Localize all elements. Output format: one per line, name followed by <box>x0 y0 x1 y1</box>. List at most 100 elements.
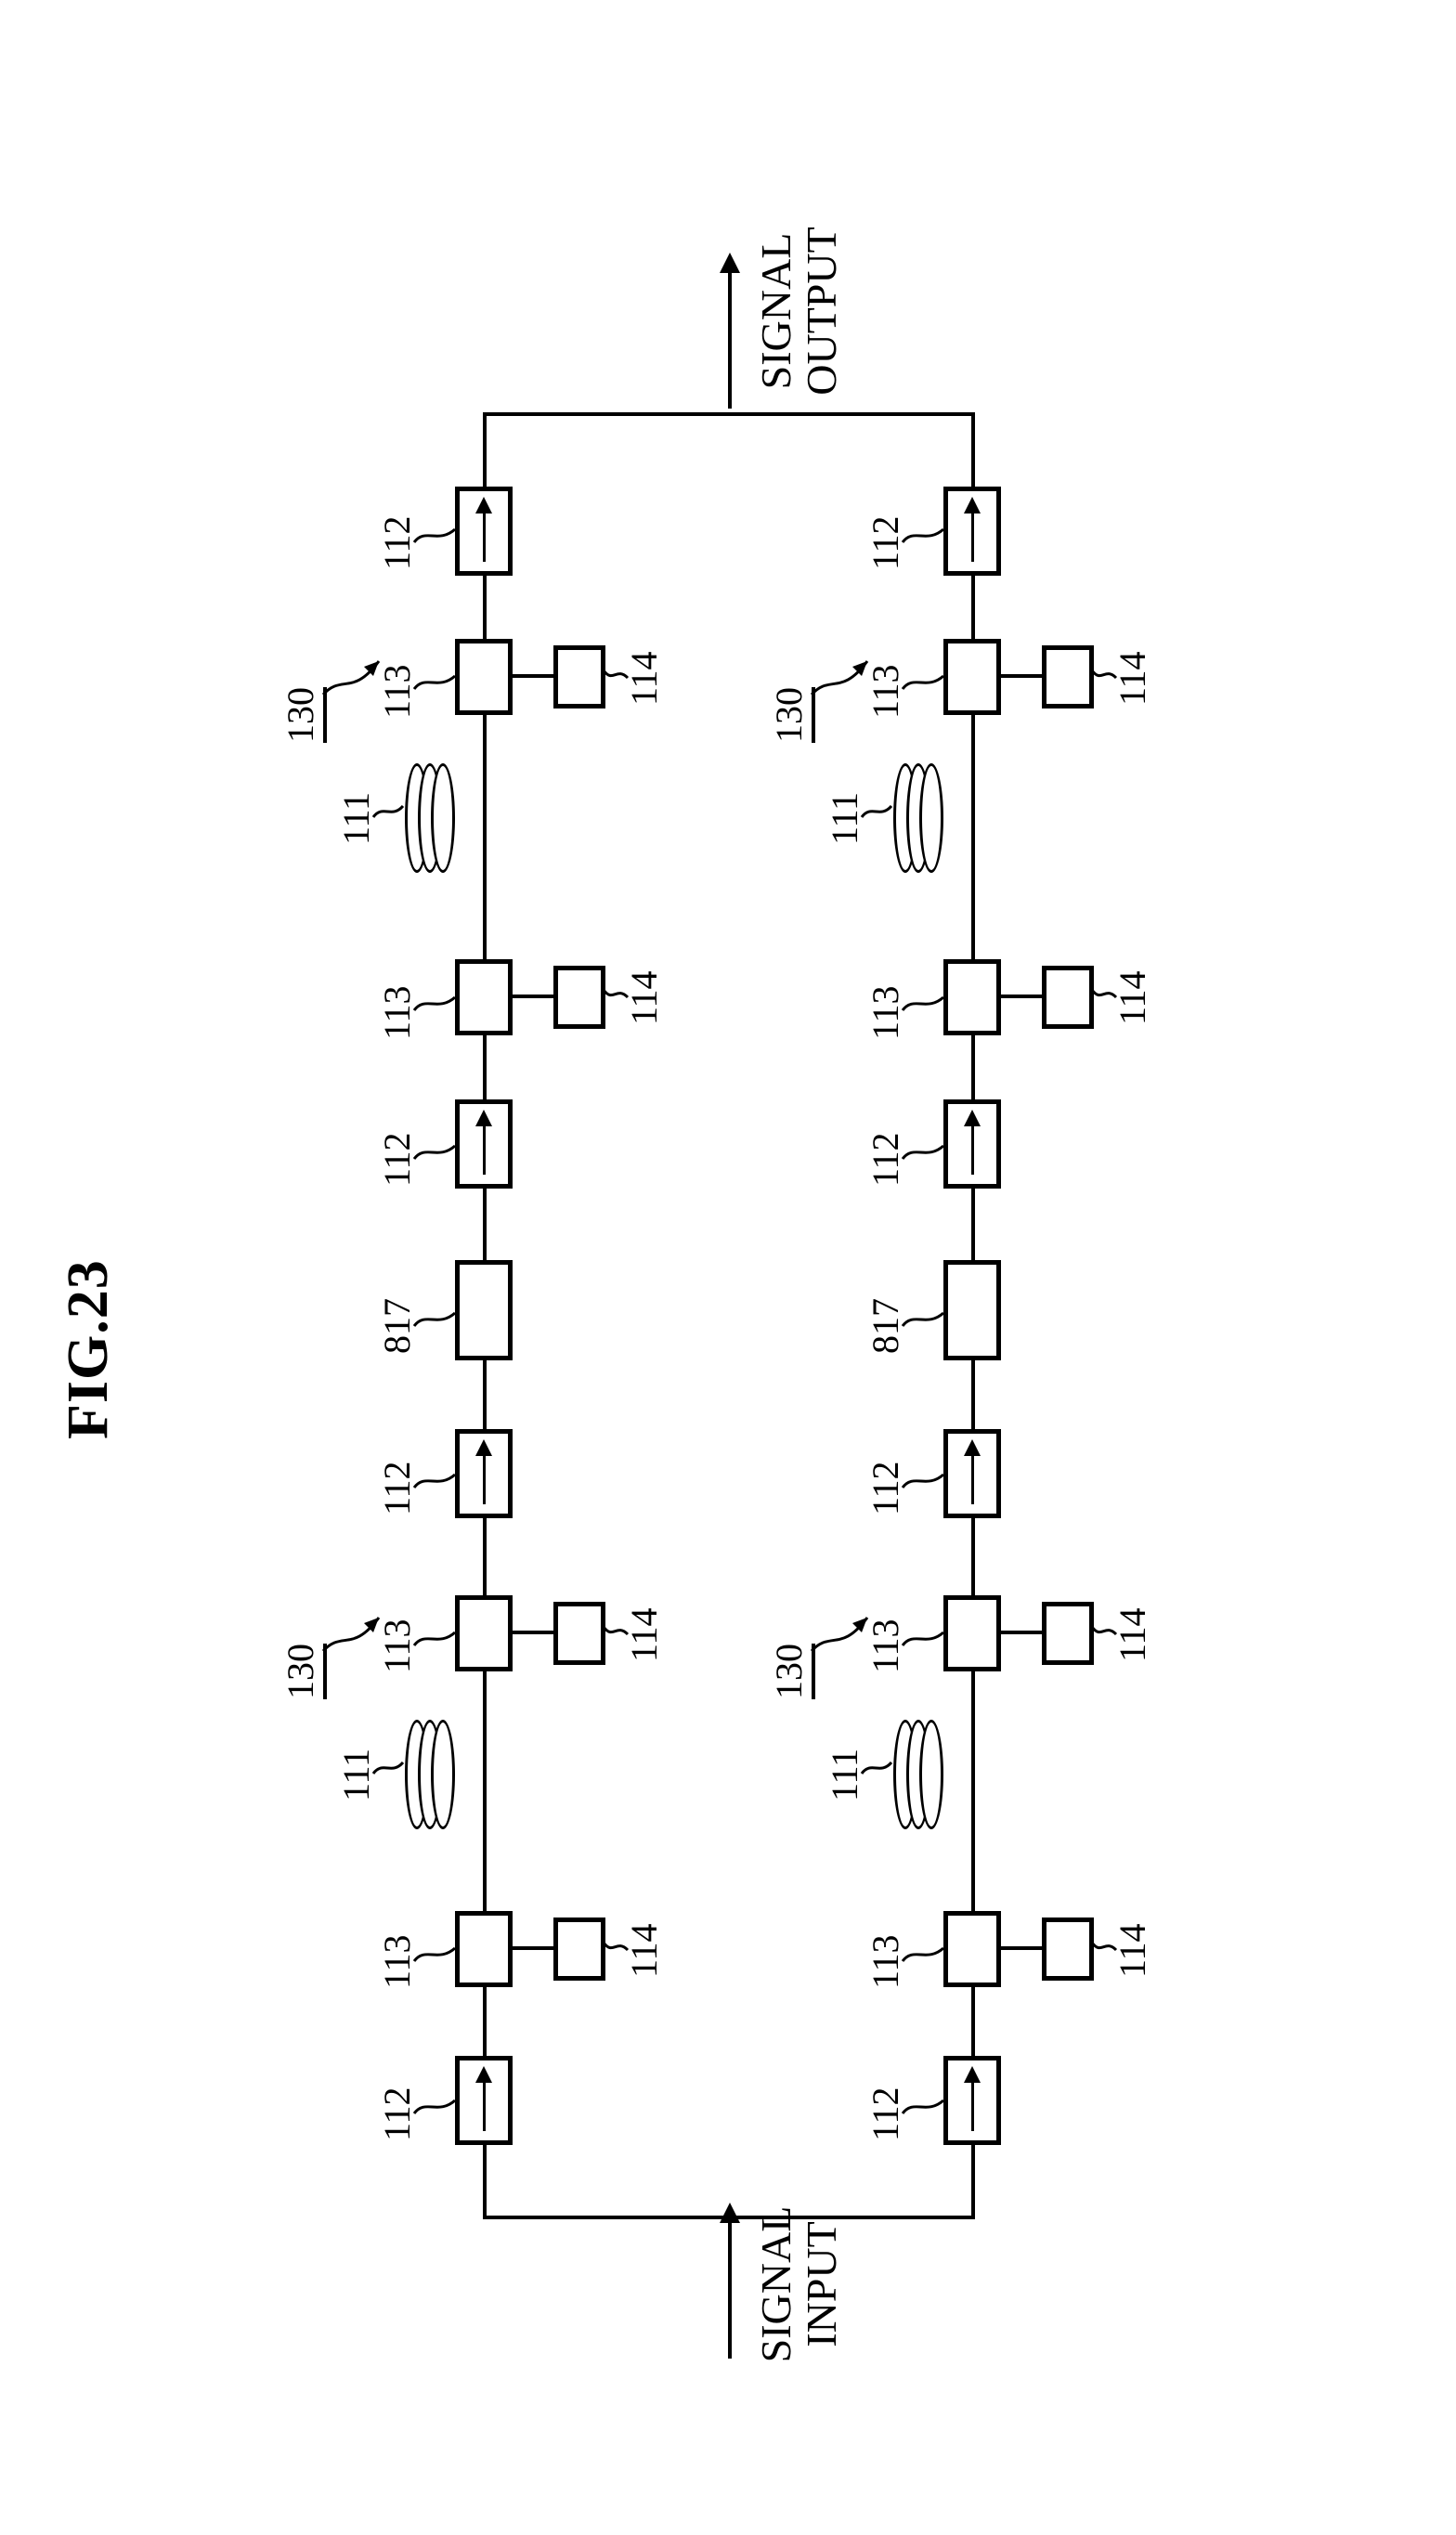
leader-line <box>901 674 944 691</box>
amplifier-arrow-icon <box>970 2070 974 2131</box>
leader-line <box>412 1311 456 1328</box>
upper-filter-113-e[interactable] <box>455 639 513 715</box>
group-leader-arrow-upper-b <box>321 1617 381 1653</box>
lower-side-wire-e <box>1001 674 1042 678</box>
lower-coil-111-d <box>893 761 949 873</box>
coil-disc <box>431 1720 455 1829</box>
leader-line <box>901 1946 944 1963</box>
leader-line <box>901 1311 944 1328</box>
coil-disc <box>919 763 943 873</box>
signal-output-arrow-icon <box>728 269 732 409</box>
signal-output-label: SIGNAL OUTPUT <box>752 227 845 396</box>
input-split-wire-upper <box>483 2145 487 2219</box>
leader-line <box>602 1626 630 1636</box>
upper-filter-113-c[interactable] <box>455 959 513 1035</box>
coil-disc <box>919 1720 943 1829</box>
lower-amplifier-112-out[interactable] <box>943 487 1001 576</box>
signal-input-arrow-icon <box>728 2219 732 2359</box>
upper-side-block-114-b[interactable] <box>553 1602 605 1665</box>
leader-line <box>901 1144 944 1161</box>
lower-coil-111-a <box>893 1718 949 1829</box>
amplifier-arrow-icon <box>482 1113 486 1175</box>
lower-mid-block-817[interactable] <box>943 1260 1001 1360</box>
group-label-130-lower-b: 130 <box>767 1644 815 1699</box>
output-combine-wire-lower <box>971 412 975 487</box>
upper-amplifier-112-c2[interactable] <box>455 1099 513 1189</box>
lower-side-block-114-c[interactable] <box>1042 966 1094 1029</box>
lower-side-block-114-a[interactable] <box>1042 1918 1094 1981</box>
leader-line <box>412 1473 456 1489</box>
amplifier-arrow-icon <box>970 1113 974 1175</box>
group-label-130-lower-d: 130 <box>767 687 815 743</box>
leader-line <box>901 1473 944 1489</box>
leader-line <box>901 2099 944 2115</box>
upper-filter-113-b[interactable] <box>455 1595 513 1671</box>
leader-line <box>901 527 944 544</box>
lower-amplifier-112-c2[interactable] <box>943 1099 1001 1189</box>
amplifier-arrow-icon <box>482 2070 486 2131</box>
input-split-wire-lower <box>971 2145 975 2219</box>
leader-line <box>412 527 456 544</box>
leader-line <box>901 995 944 1012</box>
leader-line <box>412 674 456 691</box>
upper-side-wire-e <box>513 674 553 678</box>
upper-coil-111-d <box>405 761 461 873</box>
lower-side-wire-c <box>1001 994 1042 998</box>
lower-filter-113-e[interactable] <box>943 639 1001 715</box>
lower-amplifier-112-c1[interactable] <box>943 1429 1001 1518</box>
leader-line <box>901 1631 944 1647</box>
upper-side-block-114-e[interactable] <box>553 645 605 708</box>
amplifier-arrow-icon <box>970 500 974 562</box>
leader-line <box>412 1631 456 1647</box>
group-leader-arrow-lower-d <box>810 660 869 696</box>
lower-side-wire-b <box>1001 1631 1042 1634</box>
output-combine-wire-upper <box>483 412 487 487</box>
upper-amplifier-112-c1[interactable] <box>455 1429 513 1518</box>
upper-side-block-114-c[interactable] <box>553 966 605 1029</box>
group-leader-arrow-lower-b <box>810 1617 869 1653</box>
leader-line <box>1090 670 1118 680</box>
group-leader-arrow-upper-d <box>321 660 381 696</box>
upper-mid-block-817[interactable] <box>455 1260 513 1360</box>
leader-line <box>1090 989 1118 999</box>
leader-line <box>1090 1942 1118 1952</box>
figure-title: FIG.23 <box>57 1259 120 1439</box>
leader-line <box>412 995 456 1012</box>
upper-side-wire-b <box>513 1631 553 1634</box>
amplifier-arrow-icon <box>482 500 486 562</box>
upper-amplifier-112-input[interactable] <box>455 2056 513 2145</box>
upper-amplifier-112-out[interactable] <box>455 487 513 576</box>
leader-line <box>602 670 630 680</box>
upper-side-block-114-a[interactable] <box>553 1918 605 1981</box>
lower-side-block-114-b[interactable] <box>1042 1602 1094 1665</box>
leader-line <box>1090 1626 1118 1636</box>
leader-line <box>371 1761 405 1774</box>
input-bus-bar <box>483 2216 975 2219</box>
output-bus-bar <box>483 412 975 416</box>
amplifier-arrow-icon <box>482 1443 486 1504</box>
lower-filter-113-c[interactable] <box>943 959 1001 1035</box>
group-label-130-upper-b: 130 <box>279 1644 327 1699</box>
lower-amplifier-112-input[interactable] <box>943 2056 1001 2145</box>
leader-line <box>602 989 630 999</box>
leader-line <box>412 1144 456 1161</box>
leader-line <box>602 1942 630 1952</box>
upper-side-wire-c <box>513 994 553 998</box>
leader-line <box>412 2099 456 2115</box>
leader-line <box>412 1946 456 1963</box>
leader-line <box>860 1761 893 1774</box>
leader-line <box>860 804 893 818</box>
upper-coil-111-a <box>405 1718 461 1829</box>
lower-side-wire-a <box>1001 1946 1042 1950</box>
upper-filter-113-a[interactable] <box>455 1911 513 1987</box>
lower-filter-113-a[interactable] <box>943 1911 1001 1987</box>
coil-disc <box>431 763 455 873</box>
upper-side-wire-a <box>513 1946 553 1950</box>
amplifier-arrow-icon <box>970 1443 974 1504</box>
lower-filter-113-b[interactable] <box>943 1595 1001 1671</box>
lower-side-block-114-e[interactable] <box>1042 645 1094 708</box>
leader-line <box>371 804 405 818</box>
group-label-130-upper-d: 130 <box>279 687 327 743</box>
